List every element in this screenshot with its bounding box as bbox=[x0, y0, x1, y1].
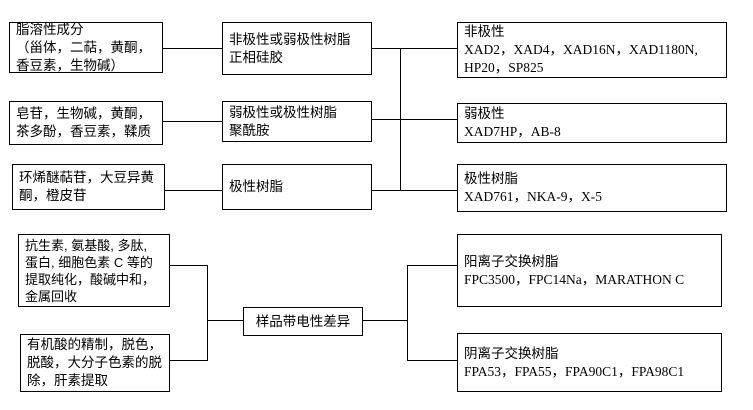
box-line: 茶多酚，香豆素，鞣质 bbox=[16, 124, 151, 139]
box-line: 聚酰胺 bbox=[229, 122, 270, 138]
connector-vertical-top bbox=[400, 48, 401, 191]
box-line: 香豆素，生物碱） bbox=[16, 57, 124, 73]
box-line: 弱极性或极性树脂 bbox=[229, 104, 337, 120]
box-saponins-alkaloids: 皂苷，生物碱，黄酮， 茶多酚，香豆素，鞣质 bbox=[9, 101, 163, 145]
box-anion-exchange-resin-models: 阴离子交换树脂 FPA53，FPA55，FPA90C1，FPA98C1 bbox=[457, 333, 722, 392]
connector-acids-to-bracket bbox=[170, 360, 207, 361]
connector-nonpolar-to-models bbox=[372, 48, 457, 49]
box-organic-acids-refining: 有机酸的精制，脱色， 脱酸，大分子色素的脱 除，肝素提取 bbox=[20, 334, 170, 392]
connector-polar-to-models bbox=[372, 190, 457, 191]
box-line: 皂苷，生物碱，黄酮， bbox=[16, 106, 151, 121]
box-line: 脂溶性成分 bbox=[16, 21, 84, 37]
connector-right-bracket bbox=[407, 265, 408, 361]
box-nonpolar-or-weakpolar-resin: 非极性或弱极性树脂 正相硅胶 bbox=[222, 22, 372, 75]
box-line: 蛋白, 细胞色素 C 等的 bbox=[25, 254, 153, 270]
connector-saponins-to-weakpolar bbox=[163, 121, 222, 122]
box-line: 非极性 bbox=[464, 24, 505, 39]
connector-antibiotics-to-bracket bbox=[170, 265, 207, 266]
box-weakpolar-resin-models: 弱极性 XAD7HP，AB-8 bbox=[457, 103, 727, 143]
box-line: 脱酸，大分子色素的脱 bbox=[27, 355, 162, 370]
box-line: 酮，橙皮苷 bbox=[19, 188, 87, 203]
connector-weakpolar-to-models bbox=[372, 119, 457, 120]
box-line: 阴离子交换树脂 bbox=[464, 345, 559, 361]
box-cation-exchange-resin-models: 阳离子交换树脂 FPC3500，FPC14Na，MARATHON C bbox=[457, 234, 722, 307]
box-sample-charge-difference: 样品带电性差异 bbox=[243, 307, 363, 336]
box-line: XAD761，NKA-9，X-5 bbox=[464, 189, 602, 204]
box-iridoid-glycosides: 环烯醚萜苷，大豆异黄 酮，橙皮苷 bbox=[12, 164, 165, 210]
box-line: 阳离子交换树脂 bbox=[464, 253, 559, 269]
connector-bracket-to-charge bbox=[207, 320, 243, 321]
box-line: 正相硅胶 bbox=[229, 49, 283, 65]
box-line: 有机酸的精制，脱色， bbox=[27, 337, 162, 352]
box-line: 极性树脂 bbox=[229, 179, 283, 194]
box-nonpolar-resin-models: 非极性 XAD2，XAD4，XAD16N，XAD1180N, HP20，SP82… bbox=[457, 22, 727, 78]
box-line: HP20，SP825 bbox=[464, 60, 544, 75]
connector-bracket-to-cation bbox=[407, 265, 457, 266]
box-line: （甾体，二萜，黄酮， bbox=[16, 39, 151, 55]
box-line: 极性树脂 bbox=[464, 171, 518, 186]
box-line: 环烯醚萜苷，大豆异黄 bbox=[19, 170, 154, 185]
connector-charge-to-bracket bbox=[363, 320, 407, 321]
connector-left-bracket bbox=[207, 265, 208, 361]
box-line: XAD2，XAD4，XAD16N，XAD1180N, bbox=[464, 42, 698, 57]
box-line: FPC3500，FPC14Na，MARATHON C bbox=[464, 271, 685, 287]
box-line: 弱极性 bbox=[464, 106, 505, 121]
box-polar-resin-models: 极性树脂 XAD761，NKA-9，X-5 bbox=[457, 164, 727, 212]
connector-lipid-to-nonpolar bbox=[163, 48, 222, 49]
box-line: 抗生素, 氨基酸, 多肽, bbox=[25, 237, 148, 253]
box-weakpolar-or-polar-resin: 弱极性或极性树脂 聚酰胺 bbox=[222, 101, 372, 142]
box-line: 样品带电性差异 bbox=[255, 313, 351, 329]
box-lipid-soluble-components: 脂溶性成分 （甾体，二萜，黄酮， 香豆素，生物碱） bbox=[9, 22, 163, 73]
box-line: 除，肝素提取 bbox=[27, 373, 108, 388]
connector-bracket-to-anion bbox=[407, 360, 457, 361]
box-line: XAD7HP，AB-8 bbox=[464, 124, 561, 139]
box-line: FPA53，FPA55，FPA90C1，FPA98C1 bbox=[464, 363, 685, 379]
connector-iridoid-to-polar bbox=[165, 190, 222, 191]
box-line: 金属回收 bbox=[25, 288, 78, 304]
box-polar-resin: 极性树脂 bbox=[222, 164, 372, 210]
box-antibiotics-amino-acids: 抗生素, 氨基酸, 多肽, 蛋白, 细胞色素 C 等的 提取纯化，酸碱中和， 金… bbox=[18, 234, 170, 307]
box-line: 非极性或弱极性树脂 bbox=[229, 31, 351, 47]
box-line: 提取纯化，酸碱中和， bbox=[25, 271, 156, 287]
